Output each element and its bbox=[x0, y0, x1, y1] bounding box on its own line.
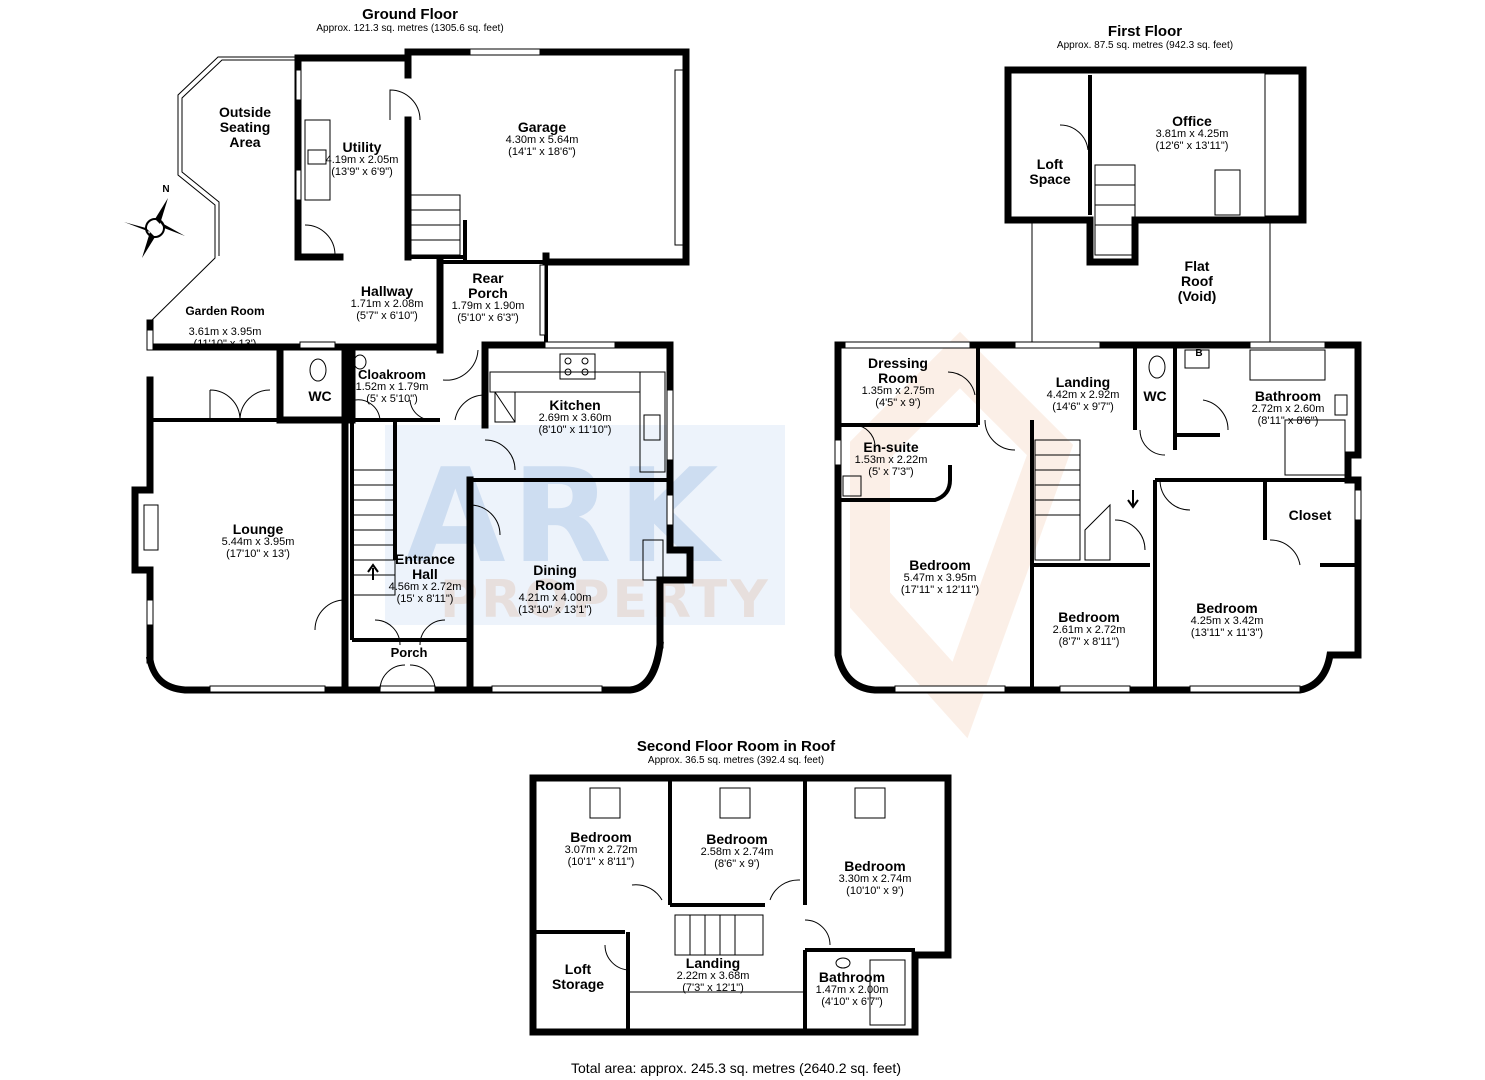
floor-name: Second Floor Room in Roof bbox=[636, 738, 836, 755]
room-bathroom-first: Bathroom 2.72m x 2.60m (8'11" x 8'6") bbox=[1251, 388, 1325, 427]
compass-icon bbox=[124, 198, 185, 258]
room-closet: Closet bbox=[1288, 507, 1332, 523]
room-landing-first: Landing 4.42m x 2.92m (14'6" x 9'7") bbox=[1046, 374, 1120, 413]
room-bedroom-small: Bedroom 2.61m x 2.72m (8'7" x 8'11") bbox=[1052, 609, 1126, 648]
room-garden-room: Garden Room 3.61m x 3.95m (11'10" x 13') bbox=[185, 304, 265, 350]
watermark: ARK PROPERTY bbox=[405, 440, 768, 630]
room-bedroom-2b: Bedroom 2.58m x 2.74m (8'6" x 9') bbox=[700, 831, 774, 870]
second-floor-heading: Second Floor Room in Roof Approx. 36.5 s… bbox=[637, 738, 835, 766]
room-wc-ground: WC bbox=[308, 388, 332, 404]
room-garage: Garage 4.30m x 5.64m (14'1" x 18'6") bbox=[505, 119, 579, 158]
floor-area: Approx. 87.5 sq. metres (942.3 sq. feet) bbox=[1056, 40, 1234, 51]
room-hallway: Hallway 1.71m x 2.08m (5'7" x 6'10") bbox=[350, 283, 424, 322]
room-landing-second: Landing 2.22m x 3.68m (7'3" x 12'1") bbox=[676, 955, 750, 994]
room-entrance-hall: Entrance Hall 4.56m x 2.72m (15' x 8'11"… bbox=[388, 551, 462, 606]
ground-floor-stairs bbox=[351, 194, 461, 596]
room-office: Office 3.81m x 4.25m (12'6" x 13'11") bbox=[1155, 113, 1229, 152]
room-utility: Utility 4.19m x 2.05m (13'9" x 6'9") bbox=[325, 139, 399, 178]
ground-floor-heading: Ground Floor Approx. 121.3 sq. metres (1… bbox=[316, 6, 503, 34]
room-bedroom-2c: Bedroom 3.30m x 2.74m (10'10" x 9') bbox=[838, 858, 912, 897]
ground-floor-fixtures bbox=[143, 119, 666, 581]
ground-floor-doors bbox=[209, 89, 516, 691]
room-outside-seating: Outside Seating Area bbox=[218, 104, 272, 151]
room-bedroom-right: Bedroom 4.25m x 3.42m (13'11" x 11'3") bbox=[1190, 600, 1264, 639]
first-floor-heading: First Floor Approx. 87.5 sq. metres (942… bbox=[1057, 23, 1233, 51]
room-kitchen: Kitchen 2.69m x 3.60m (8'10" x 11'10") bbox=[538, 397, 612, 436]
room-lounge: Lounge 5.44m x 3.95m (17'10" x 13') bbox=[221, 521, 295, 560]
watermark-diamond bbox=[850, 331, 1074, 739]
floor-area: Approx. 36.5 sq. metres (392.4 sq. feet) bbox=[647, 755, 825, 766]
first-floor-doors bbox=[854, 124, 1301, 566]
watermark-panel bbox=[385, 425, 785, 625]
boiler-label: B bbox=[1195, 348, 1203, 359]
second-floor-features bbox=[589, 787, 906, 1026]
watermark-ark: ARK bbox=[405, 440, 725, 592]
floor-area: Approx. 121.3 sq. metres (1305.6 sq. fee… bbox=[316, 23, 504, 34]
first-floor-stairs bbox=[1034, 164, 1241, 561]
first-floor-fixtures bbox=[842, 349, 1348, 497]
room-cloakroom: Cloakroom 1.52m x 1.79m (5' x 5'10") bbox=[355, 367, 429, 405]
room-porch: Porch bbox=[390, 645, 428, 660]
floor-name: First Floor bbox=[1107, 23, 1183, 40]
total-area: Total area: approx. 245.3 sq. metres (26… bbox=[571, 1060, 901, 1076]
first-floor-windows bbox=[834, 341, 1362, 693]
watermark-property: PROPERTY bbox=[440, 570, 771, 630]
room-loft-space: Loft Space bbox=[1029, 156, 1071, 188]
room-dressing-room: Dressing Room 1.35m x 2.75m (4'5" x 9') bbox=[861, 355, 935, 410]
compass-north-label: N bbox=[162, 184, 170, 195]
room-bedroom-main: Bedroom 5.47m x 3.95m (17'11" x 12'11") bbox=[900, 557, 980, 596]
room-wc-first: WC bbox=[1143, 388, 1167, 404]
room-bedroom-2a: Bedroom 3.07m x 2.72m (10'1" x 8'11") bbox=[564, 829, 638, 868]
second-floor-walls bbox=[529, 774, 952, 1036]
ground-floor-windows bbox=[146, 48, 684, 693]
room-en-suite: En-suite 1.53m x 2.22m (5' x 7'3") bbox=[854, 439, 928, 478]
room-rear-porch: Rear Porch 1.79m x 1.90m (5'10" x 6'3") bbox=[451, 270, 525, 325]
room-bathroom-second: Bathroom 1.47m x 2.00m (4'10" x 6'7") bbox=[815, 969, 889, 1008]
room-dining-room: Dining Room 4.21m x 4.00m (13'10" x 13'1… bbox=[518, 562, 592, 617]
floor-name: Ground Floor bbox=[362, 6, 458, 23]
room-flat-roof: Flat Roof (Void) bbox=[1177, 258, 1217, 305]
room-loft-storage: Loft Storage bbox=[551, 961, 605, 993]
